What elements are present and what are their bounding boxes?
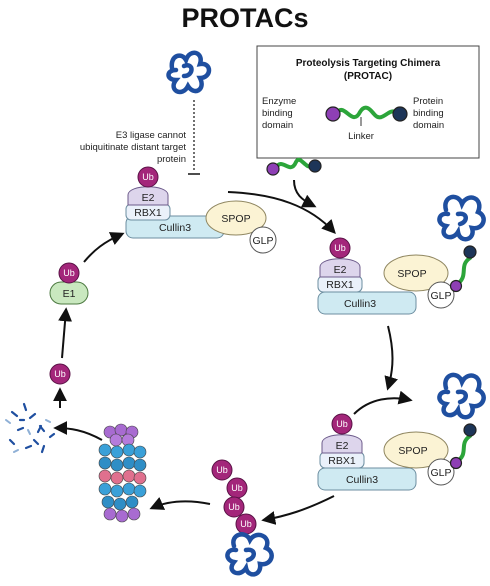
spop-block	[383, 254, 449, 292]
legend-linker	[334, 105, 398, 120]
protein-binding-domain	[463, 423, 477, 437]
arrow-to-polyub	[261, 495, 335, 525]
enzyme-binding-domain	[449, 279, 463, 293]
target-protein-ubiquitinated	[225, 532, 274, 577]
glp-label: GLP	[430, 467, 451, 479]
ligase-note: E3 ligase cannot	[116, 130, 187, 141]
glp-block	[427, 458, 455, 486]
legend-protein-domain	[392, 106, 408, 122]
rbx1-label: RBX1	[328, 455, 356, 467]
arrow-to-top-complex	[83, 232, 125, 263]
e2-label: E2	[142, 192, 155, 204]
legend-enzyme-domain	[325, 106, 341, 122]
spop-label: SPOP	[221, 213, 250, 225]
glp-label: GLP	[252, 235, 273, 247]
legend-protein-label: domain	[413, 120, 444, 131]
spop-label: SPOP	[397, 268, 426, 280]
cullin3-block	[317, 291, 417, 315]
glp-label: GLP	[430, 290, 451, 302]
enzyme-binding-domain	[266, 162, 280, 176]
cullin3-label: Cullin3	[344, 298, 376, 310]
cullin3-label: Cullin3	[346, 474, 378, 486]
ub-badge	[331, 413, 353, 435]
polyubiquitin-chain: Ub Ub Ub Ub	[211, 459, 257, 535]
e3-complex-middle: Cullin3 RBX1 E2 Ub SPOP GLP	[317, 237, 477, 315]
cullin3-label: Cullin3	[159, 222, 191, 234]
e2-block	[321, 434, 363, 454]
e2-block	[127, 186, 169, 206]
e2-block	[319, 258, 361, 278]
legend-enzyme-label: domain	[262, 120, 293, 131]
arrow-protac-join	[293, 179, 317, 208]
target-protein-bound	[437, 194, 486, 242]
protac-legend: Proteolysis Targeting Chimera (PROTAC) E…	[256, 45, 480, 159]
e3-complex-top: Cullin3 RBX1 E2 Ub SPOP GLP	[125, 166, 277, 254]
glp-block	[249, 226, 277, 254]
ub-label: Ub	[334, 243, 346, 253]
page-title: PROTACs	[181, 3, 308, 33]
legend-subtitle: (PROTAC)	[344, 71, 392, 82]
ub-label: Ub	[63, 268, 75, 278]
e2-label: E2	[334, 264, 347, 276]
target-protein-bound	[437, 372, 486, 420]
cycle-arrows	[53, 179, 413, 525]
legend-enzyme-label: binding	[262, 108, 293, 119]
spop-label: SPOP	[398, 445, 427, 457]
arrow-to-middle-complex	[227, 191, 336, 235]
protein-binding-domain	[308, 159, 322, 173]
ub-label: Ub	[231, 483, 243, 493]
target-protein-distant	[166, 50, 212, 95]
ligase-note: ubiquitinate distant target	[80, 142, 187, 153]
legend-title: Proteolysis Targeting Chimera	[296, 58, 441, 69]
ub-label: Ub	[228, 502, 240, 512]
e1-label: E1	[63, 288, 76, 300]
spop-block	[383, 431, 449, 469]
ub-badge	[58, 262, 80, 284]
protac-molecule	[266, 157, 322, 176]
rbx1-label: RBX1	[134, 207, 162, 219]
proteasome	[98, 423, 147, 523]
protein-binding-domain	[463, 245, 477, 259]
e2-label: E2	[336, 440, 349, 452]
arrow-to-bottom-complex	[384, 325, 398, 391]
legend-protein-label: Protein	[413, 96, 443, 107]
ub-label: Ub	[54, 369, 66, 379]
ub-label: Ub	[142, 172, 154, 182]
peptide-fragments-light	[5, 419, 51, 453]
e1-enzyme: E1 Ub	[49, 262, 89, 305]
peptide-fragments	[8, 402, 56, 454]
arrow-to-e1	[58, 307, 73, 359]
ub-label: Ub	[336, 419, 348, 429]
ub-badge	[211, 459, 233, 481]
ub-label: Ub	[240, 519, 252, 529]
spop-block	[205, 200, 267, 236]
legend-enzyme-label: Enzyme	[262, 96, 296, 107]
ub-label: Ub	[216, 465, 228, 475]
arrow-ub-transfer	[353, 390, 413, 415]
enzyme-binding-domain	[449, 456, 463, 470]
ub-badge	[137, 166, 159, 188]
ligase-note: protein	[157, 154, 186, 165]
legend-protein-label: binding	[413, 108, 444, 119]
legend-linker-label: Linker	[348, 131, 374, 142]
glp-block	[427, 281, 455, 309]
rbx1-label: RBX1	[326, 279, 354, 291]
arrow-to-fragments	[53, 421, 103, 441]
ub-badge	[49, 363, 71, 385]
cullin3-block	[317, 467, 417, 491]
arrow-to-proteasome	[149, 497, 211, 510]
e3-complex-bottom: Cullin3 RBX1 E2 Ub SPOP GLP	[317, 413, 477, 491]
ub-badge	[329, 237, 351, 259]
ub-badge	[223, 496, 245, 518]
